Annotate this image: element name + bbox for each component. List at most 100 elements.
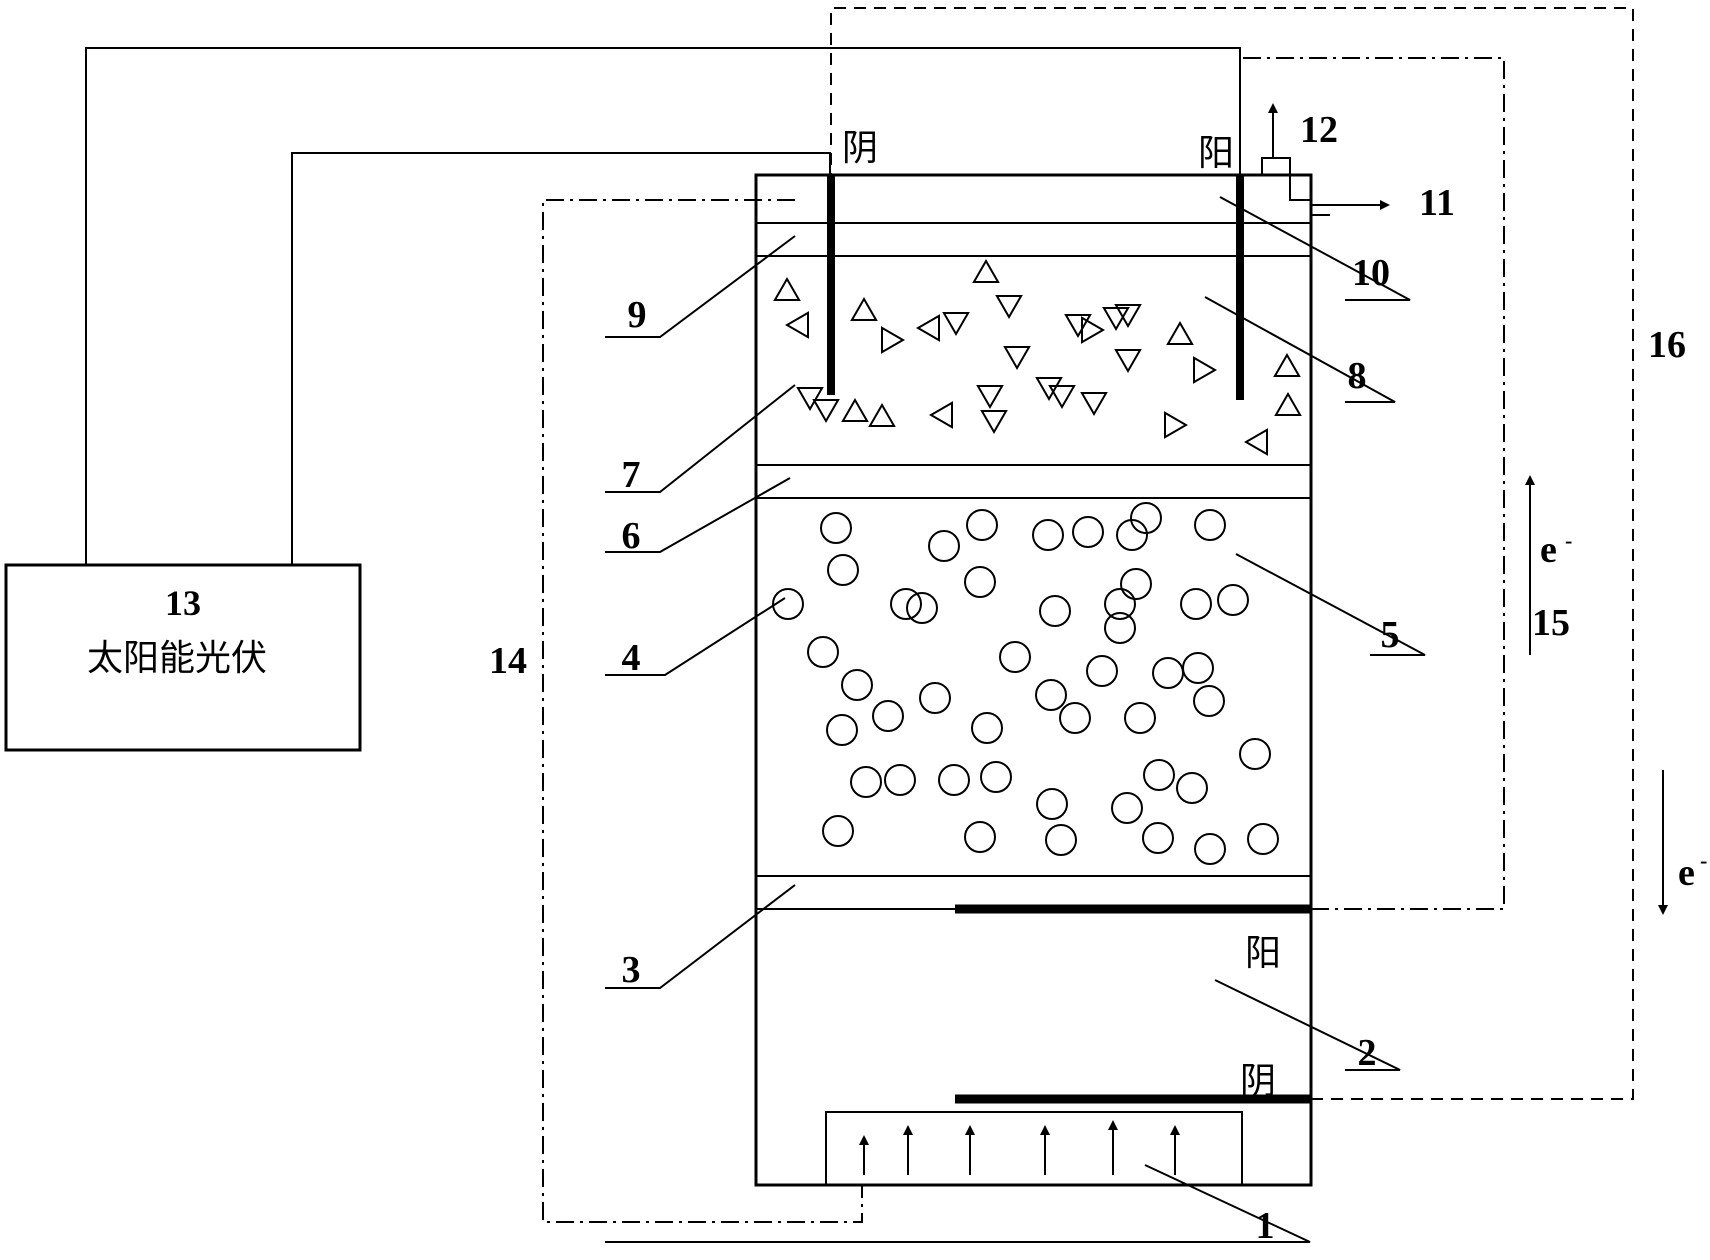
triangle-particle bbox=[850, 296, 878, 321]
electrodes bbox=[827, 175, 1311, 1104]
part-number-8: 8 bbox=[1348, 355, 1367, 397]
circle-particle bbox=[971, 712, 1003, 744]
triangle-particle bbox=[1164, 411, 1189, 439]
triangle-particle bbox=[972, 258, 1000, 283]
circle-particle bbox=[772, 588, 804, 620]
solar-pv-label: 太阳能光伏 bbox=[87, 638, 267, 679]
triangle-particle bbox=[812, 399, 840, 424]
circle-particle bbox=[964, 566, 996, 598]
triangle-particle bbox=[942, 312, 970, 337]
electron-label-down: e bbox=[1678, 852, 1695, 894]
triangle-particles bbox=[773, 258, 1302, 456]
part-number-10: 10 bbox=[1352, 252, 1390, 294]
part-number-2: 2 bbox=[1358, 1032, 1377, 1074]
circle-particle bbox=[964, 821, 996, 853]
circle-particle bbox=[1124, 702, 1156, 734]
triangle-particle bbox=[1274, 391, 1302, 416]
circle-particle bbox=[872, 700, 904, 732]
anode-middle-label: 阳 bbox=[1245, 933, 1281, 974]
circle-particle bbox=[890, 588, 922, 620]
circle-particle bbox=[1180, 588, 1212, 620]
circle-particle bbox=[820, 512, 852, 544]
circle-particle bbox=[807, 636, 839, 668]
triangle-particle bbox=[1273, 352, 1301, 377]
circle-particle bbox=[1152, 657, 1184, 689]
circle-particle bbox=[1194, 509, 1226, 541]
circle-particle bbox=[966, 509, 998, 541]
circle-particle bbox=[1217, 584, 1249, 616]
circle-particles bbox=[772, 502, 1279, 865]
cathode-bottom-label: 阴 bbox=[1240, 1061, 1276, 1102]
circle-particle bbox=[1182, 652, 1214, 684]
triangle-particle bbox=[784, 311, 809, 339]
circle-particle bbox=[1059, 702, 1091, 734]
outlet-pipes bbox=[1261, 103, 1390, 216]
triangle-particle bbox=[995, 295, 1023, 320]
circle-particle bbox=[1194, 833, 1226, 865]
circle-particle bbox=[906, 592, 938, 624]
circle-particle bbox=[1247, 823, 1279, 855]
circle-particle bbox=[1120, 568, 1152, 600]
part-number-15: 15 bbox=[1532, 602, 1570, 644]
electron-flow bbox=[1525, 475, 1668, 915]
triangle-particle bbox=[1064, 314, 1092, 339]
reactor-body bbox=[754, 173, 1313, 1187]
triangle-particle bbox=[1193, 356, 1218, 384]
triangle-particle bbox=[928, 401, 953, 429]
circle-particle bbox=[1045, 824, 1077, 856]
circle-particle bbox=[1104, 588, 1136, 620]
part-number-7: 7 bbox=[622, 454, 641, 496]
anode-top-label: 阳 bbox=[1198, 133, 1234, 174]
triangle-particle bbox=[1080, 392, 1108, 417]
electron-label-up: e bbox=[1540, 529, 1557, 571]
part-number-9: 9 bbox=[628, 294, 647, 336]
part-number-1: 1 bbox=[1256, 1205, 1275, 1247]
water-distributor bbox=[825, 1111, 1243, 1186]
circle-particle bbox=[1143, 759, 1175, 791]
circle-particle bbox=[919, 682, 951, 714]
circle-particle bbox=[1036, 788, 1068, 820]
circle-particle bbox=[999, 641, 1031, 673]
circle-particle bbox=[822, 815, 854, 847]
circle-particle bbox=[884, 764, 916, 796]
triangle-particle bbox=[1081, 316, 1106, 344]
circle-particle bbox=[1104, 612, 1136, 644]
pv-wires bbox=[85, 47, 1241, 565]
circle-particle bbox=[1111, 792, 1143, 824]
solar-pv-box: 13 太阳能光伏 bbox=[4, 563, 362, 752]
part-number-14: 14 bbox=[489, 640, 527, 682]
electron-sup-down: - bbox=[1700, 848, 1707, 873]
circuit-16 bbox=[830, 7, 1634, 1100]
circle-particle bbox=[980, 761, 1012, 793]
triangle-particle bbox=[773, 276, 801, 301]
part-numbers: 1 2 3 4 5 6 7 8 9 10 11 12 14 15 16 bbox=[489, 109, 1686, 1247]
triangle-particle bbox=[1048, 385, 1076, 410]
solar-pv-number: 13 bbox=[165, 583, 201, 623]
triangle-particle bbox=[1166, 320, 1194, 345]
circle-particle bbox=[938, 764, 970, 796]
triangle-particle bbox=[976, 385, 1004, 410]
triangle-particle bbox=[1243, 428, 1268, 456]
circle-particle bbox=[1176, 772, 1208, 804]
part-number-12: 12 bbox=[1300, 109, 1338, 151]
circle-particle bbox=[1039, 595, 1071, 627]
circle-particle bbox=[850, 766, 882, 798]
triangle-particle bbox=[915, 314, 940, 342]
circuit-15 bbox=[1239, 57, 1505, 910]
triangle-particle bbox=[796, 387, 824, 412]
part-number-16: 16 bbox=[1648, 324, 1686, 366]
circle-particle bbox=[826, 714, 858, 746]
triangle-particle bbox=[841, 397, 869, 422]
triangle-particle bbox=[1114, 349, 1142, 374]
circle-particle bbox=[1072, 516, 1104, 548]
triangle-particle bbox=[881, 326, 906, 354]
circle-particle bbox=[1035, 679, 1067, 711]
circuit-14 bbox=[542, 199, 863, 1223]
leader-lines bbox=[605, 196, 1426, 1243]
part-number-11: 11 bbox=[1419, 182, 1455, 224]
circle-particle bbox=[827, 554, 859, 586]
circle-particle bbox=[841, 669, 873, 701]
triangle-particle bbox=[1035, 377, 1063, 402]
triangle-particle bbox=[1114, 304, 1142, 329]
